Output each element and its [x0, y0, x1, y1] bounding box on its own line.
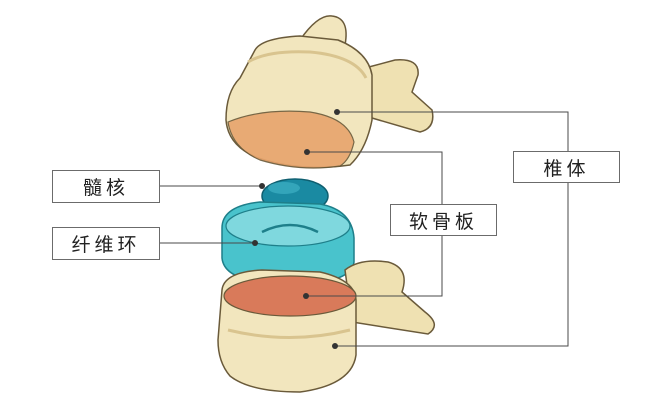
- lower-transverse-process: [344, 260, 435, 335]
- upper-top-rim: [247, 50, 368, 79]
- dot-vertebra-upper: [334, 109, 340, 115]
- upper-transverse-process: [364, 59, 434, 133]
- dot-endplate-lower: [303, 293, 309, 299]
- label-annulus: 纤维环: [52, 227, 160, 260]
- leader-dots: [252, 109, 340, 349]
- label-nucleus-text: 髓核: [82, 177, 129, 199]
- nucleus-highlight: [268, 182, 300, 194]
- endplate-leader-lower: [306, 234, 443, 297]
- dot-annulus: [252, 240, 258, 246]
- label-endplate: 软骨板: [390, 204, 497, 236]
- dot-endplate-upper: [304, 149, 310, 155]
- vertebra-leader-lower: [335, 183, 569, 347]
- upper-vertebra: [225, 15, 434, 169]
- lower-vertebra: [217, 260, 435, 393]
- label-vertebral-body: 椎体: [513, 151, 620, 183]
- dot-nucleus: [259, 183, 265, 189]
- label-vertebral-body-text: 椎体: [543, 157, 590, 180]
- endplate-leader-upper: [307, 151, 443, 206]
- vertebra-leader-upper: [337, 111, 569, 152]
- leader-lines: [160, 111, 569, 347]
- lower-body-shade: [227, 328, 351, 339]
- dot-vertebra-lower: [332, 343, 338, 349]
- label-endplate-text: 软骨板: [408, 210, 478, 233]
- upper-endplate: [227, 110, 355, 169]
- label-annulus-text: 纤维环: [71, 234, 141, 256]
- annulus-fibrosus: [221, 201, 355, 283]
- label-nucleus: 髓核: [52, 170, 160, 203]
- annulus-center-groove: [261, 223, 319, 234]
